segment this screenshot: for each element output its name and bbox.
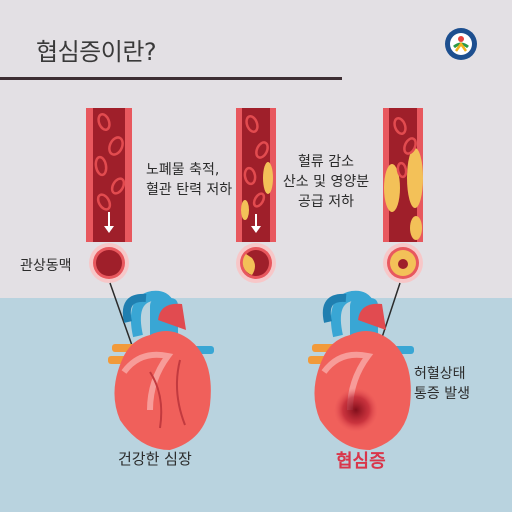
coronary-artery-label: 관상동맥 [20, 258, 72, 274]
vessel-narrowed [383, 108, 423, 242]
note-reduced-flow: 혈류 감소 산소 및 영양분 공급 저하 [280, 152, 372, 212]
heart-healthy [108, 290, 214, 450]
note-ischemia-line: 통증 발생 [414, 386, 470, 402]
ischemia-spot [334, 388, 378, 432]
vessel-healthy [86, 108, 132, 242]
page-title: 협심증이란? [36, 38, 157, 66]
healthy-heart-label: 건강한 심장 [118, 450, 192, 468]
note-reduced-flow-line: 공급 저하 [298, 194, 354, 210]
cross-section-narrowed [383, 243, 423, 283]
note-plaque: 노폐물 축적, 혈관 탄력 저하 [146, 160, 232, 200]
logo-emblem-icon [445, 28, 477, 60]
note-reduced-flow-line: 산소 및 영양분 [282, 174, 370, 190]
note-ischemia: 허혈상태 통증 발생 [414, 364, 470, 404]
note-plaque-line: 노폐물 축적, [146, 162, 220, 178]
note-plaque-line: 혈관 탄력 저하 [146, 182, 233, 198]
title-underline [0, 77, 342, 80]
cross-section-plaque [236, 243, 276, 283]
cross-section-healthy [89, 243, 129, 283]
down-arrow-icon [104, 212, 114, 233]
note-reduced-flow-line: 혈류 감소 [298, 154, 354, 170]
vessel-plaque [236, 108, 276, 242]
heart-angina [308, 290, 414, 450]
down-arrow-icon [251, 214, 261, 233]
note-ischemia-line: 허혈상태 [414, 366, 466, 382]
angina-label: 협심증 [336, 451, 386, 472]
bottom-background [0, 298, 512, 512]
